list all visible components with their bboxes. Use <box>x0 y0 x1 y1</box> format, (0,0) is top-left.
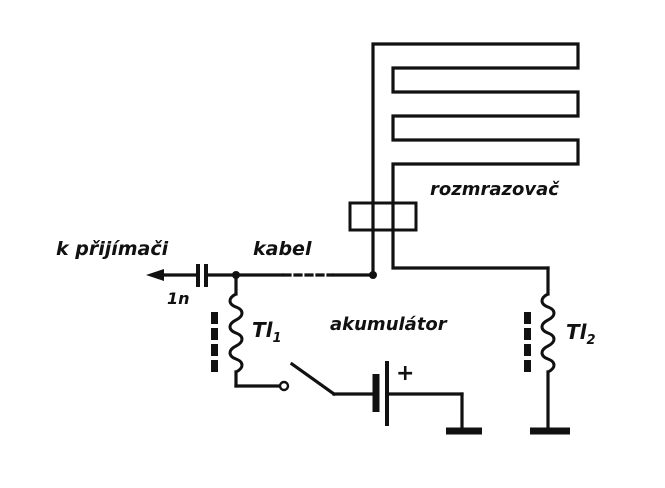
arrow-icon <box>146 269 164 281</box>
junction-dot-right <box>369 271 377 279</box>
label-choke2: Tl2 <box>566 320 596 348</box>
defroster-element <box>371 42 580 277</box>
label-defroster: rozmrazovač <box>430 179 560 200</box>
label-battery-plus: + <box>396 361 414 386</box>
choke2-coil <box>540 292 556 374</box>
label-capacitor: 1n <box>167 289 190 308</box>
choke1-coil <box>228 292 244 374</box>
label-battery: akumulátor <box>330 314 448 335</box>
ferrite-ring <box>348 201 418 232</box>
switch-contact <box>278 380 290 392</box>
choke2-core <box>524 312 531 372</box>
switch-lever <box>289 361 337 397</box>
label-choke1: Tl1 <box>252 318 282 346</box>
label-cable: kabel <box>253 238 312 260</box>
label-receiver: k přijímači <box>56 238 169 260</box>
choke1-core <box>211 312 218 372</box>
